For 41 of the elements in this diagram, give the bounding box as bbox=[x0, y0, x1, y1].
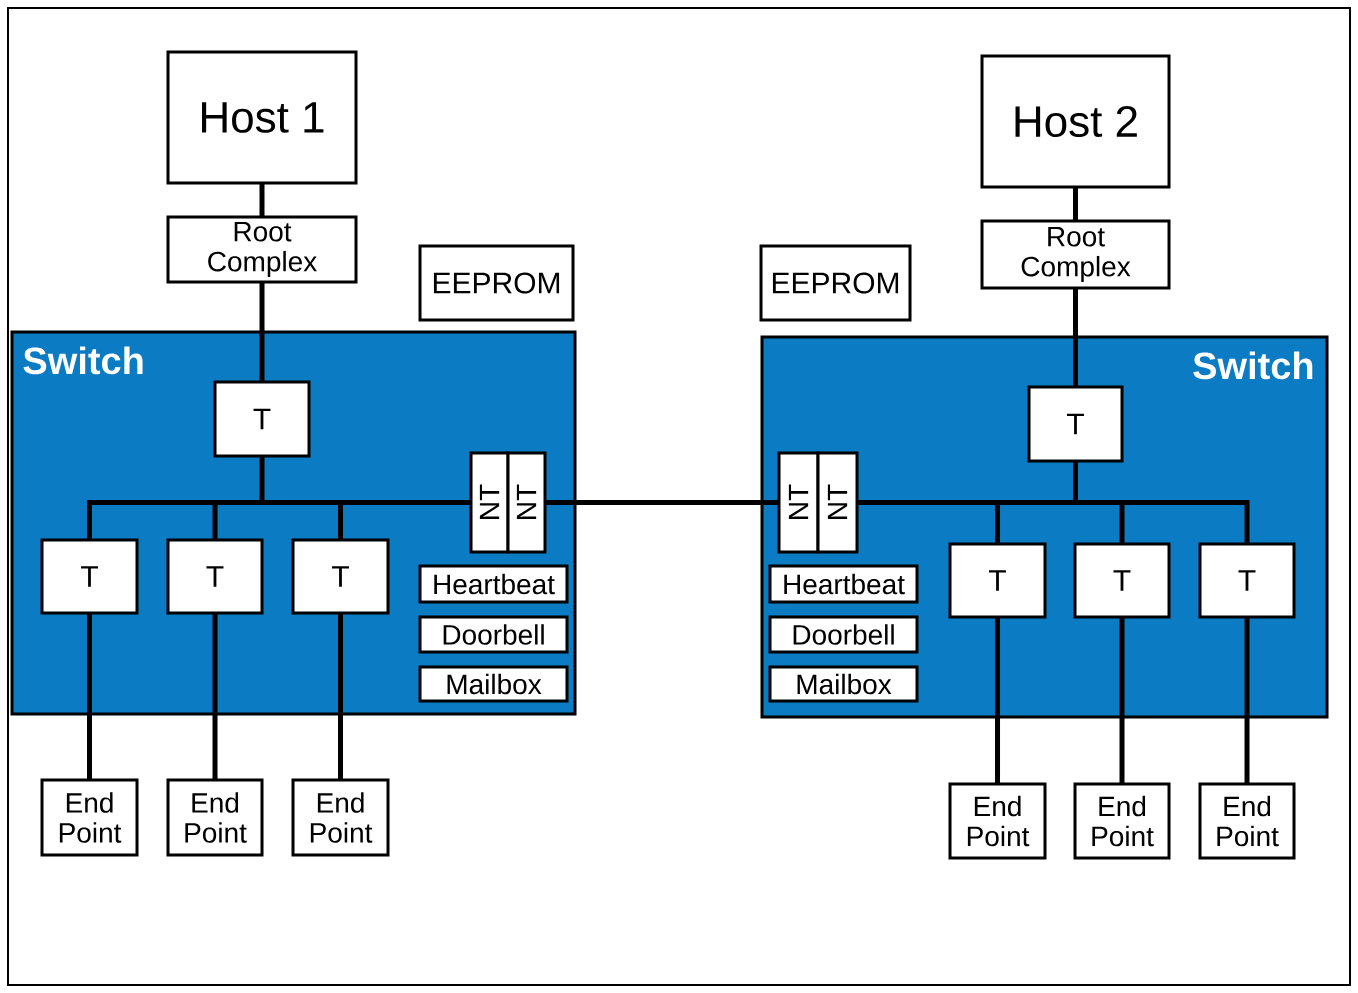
port-box: T bbox=[1198, 542, 1296, 619]
connector-line bbox=[259, 183, 265, 217]
endpoint-box: End Point bbox=[1073, 782, 1171, 860]
connector-line bbox=[259, 282, 265, 382]
port-box: T bbox=[1027, 385, 1124, 463]
register-box: Doorbell bbox=[418, 615, 569, 654]
connector-line bbox=[545, 500, 779, 505]
host-box: Host 1 bbox=[166, 50, 358, 185]
connector-line bbox=[1073, 288, 1078, 387]
register-box: Heartbeat bbox=[768, 564, 919, 604]
port-box: NT bbox=[506, 451, 547, 554]
host-box: Host 2 bbox=[980, 54, 1171, 189]
port-box: T bbox=[948, 542, 1047, 619]
endpoint-box: End Point bbox=[40, 778, 139, 857]
connector-line bbox=[1119, 617, 1125, 784]
endpoint-box: End Point bbox=[291, 778, 390, 857]
root-complex-box: Root Complex bbox=[980, 219, 1171, 290]
port-box: T bbox=[213, 380, 311, 458]
endpoint-box: End Point bbox=[166, 778, 264, 857]
connector-line bbox=[995, 617, 1000, 784]
register-box: Heartbeat bbox=[418, 564, 569, 604]
register-box: Mailbox bbox=[418, 665, 569, 703]
connector-line bbox=[1244, 617, 1250, 784]
register-box: Mailbox bbox=[768, 665, 919, 703]
eeprom-box: EEPROM bbox=[759, 244, 912, 322]
root-complex-box: Root Complex bbox=[166, 215, 358, 284]
port-box: T bbox=[291, 538, 390, 615]
connector-line bbox=[1073, 187, 1078, 221]
port-box: NT bbox=[777, 451, 820, 554]
port-box: NT bbox=[816, 451, 859, 554]
connector-line bbox=[87, 613, 92, 780]
connector-line bbox=[338, 613, 343, 780]
port-box: T bbox=[1073, 542, 1171, 619]
endpoint-box: End Point bbox=[1198, 782, 1296, 860]
endpoint-box: End Point bbox=[948, 782, 1047, 860]
port-box: NT bbox=[469, 451, 510, 554]
port-box: T bbox=[166, 538, 264, 615]
eeprom-box: EEPROM bbox=[418, 244, 575, 322]
port-box: T bbox=[40, 538, 139, 615]
connector-line bbox=[212, 613, 218, 780]
register-box: Doorbell bbox=[768, 615, 919, 654]
